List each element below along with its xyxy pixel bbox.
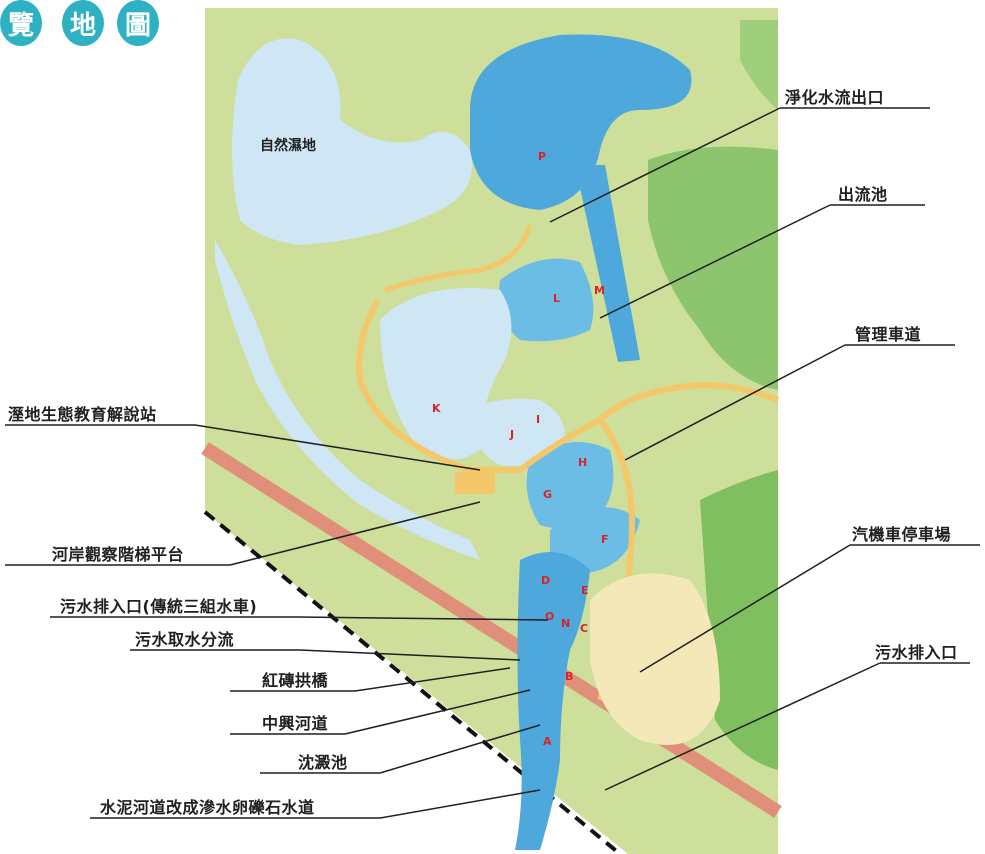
zone-D: D <box>541 574 550 587</box>
callout-riverside-platform: 河岸觀察階梯平台 <box>52 545 185 564</box>
service-road <box>356 298 780 473</box>
pond-HG <box>526 442 614 529</box>
natural-wetland <box>231 38 472 245</box>
natural-wetland-label: 自然濕地 <box>260 137 316 154</box>
lower-channel <box>515 552 590 850</box>
leader-lines <box>5 107 980 819</box>
pond-FE <box>550 507 640 574</box>
callout-red-brick-bridge: 紅磚拱橋 <box>262 671 329 690</box>
callout-settling-pond: 沈澱池 <box>298 753 348 772</box>
callout-service-road: 管理車道 <box>855 325 922 344</box>
zone-N: N <box>561 617 570 630</box>
zone-A: A <box>543 735 552 748</box>
zone-E: E <box>581 584 589 597</box>
zone-O: O <box>545 610 554 623</box>
parking-area <box>590 573 720 745</box>
zone-J: J <box>509 428 514 441</box>
callout-sewage-diversion: 污水取水分流 <box>135 630 235 649</box>
callout-outflow-pond: 出流池 <box>838 185 888 204</box>
left-stream <box>215 240 480 560</box>
pond-P <box>470 34 692 210</box>
rail-line <box>201 442 782 818</box>
forest-upper-right <box>648 146 778 390</box>
zone-H: H <box>578 456 587 469</box>
zone-F: F <box>601 533 609 546</box>
callout-cobble-channel: 水泥河道改成滲水卵礫石水道 <box>100 798 315 817</box>
callout-zhongxing-channel: 中興河道 <box>262 714 329 733</box>
zone-B: B <box>565 670 573 683</box>
zone-I: I <box>536 413 540 426</box>
title-char-3: 圖 <box>117 0 159 46</box>
zone-L: L <box>553 292 560 305</box>
outflow-channel <box>575 165 640 362</box>
zone-K: K <box>432 402 441 415</box>
forest-upper-left-edge <box>740 20 778 110</box>
callout-sewage-inlet-waterwheel: 污水排入口(傳統三組水車) <box>60 597 258 616</box>
pond-JI <box>470 398 565 466</box>
education-center-building <box>455 472 495 494</box>
callout-parking-lot: 汽機車停車場 <box>852 525 952 544</box>
service-road-upper <box>384 224 533 293</box>
zone-P: P <box>538 150 546 163</box>
zone-G: G <box>543 488 552 501</box>
callout-sewage-inlet: 污水排入口 <box>875 643 958 662</box>
title-char-2: 地 <box>62 0 104 46</box>
callout-education-center: 溼地生態教育解說站 <box>8 405 157 424</box>
zone-C: C <box>580 622 588 635</box>
zone-M: M <box>594 284 605 297</box>
callout-purified-outlet: 淨化水流出口 <box>785 88 885 107</box>
pond-L <box>499 258 594 342</box>
title-char-1: 覽 <box>0 0 42 46</box>
